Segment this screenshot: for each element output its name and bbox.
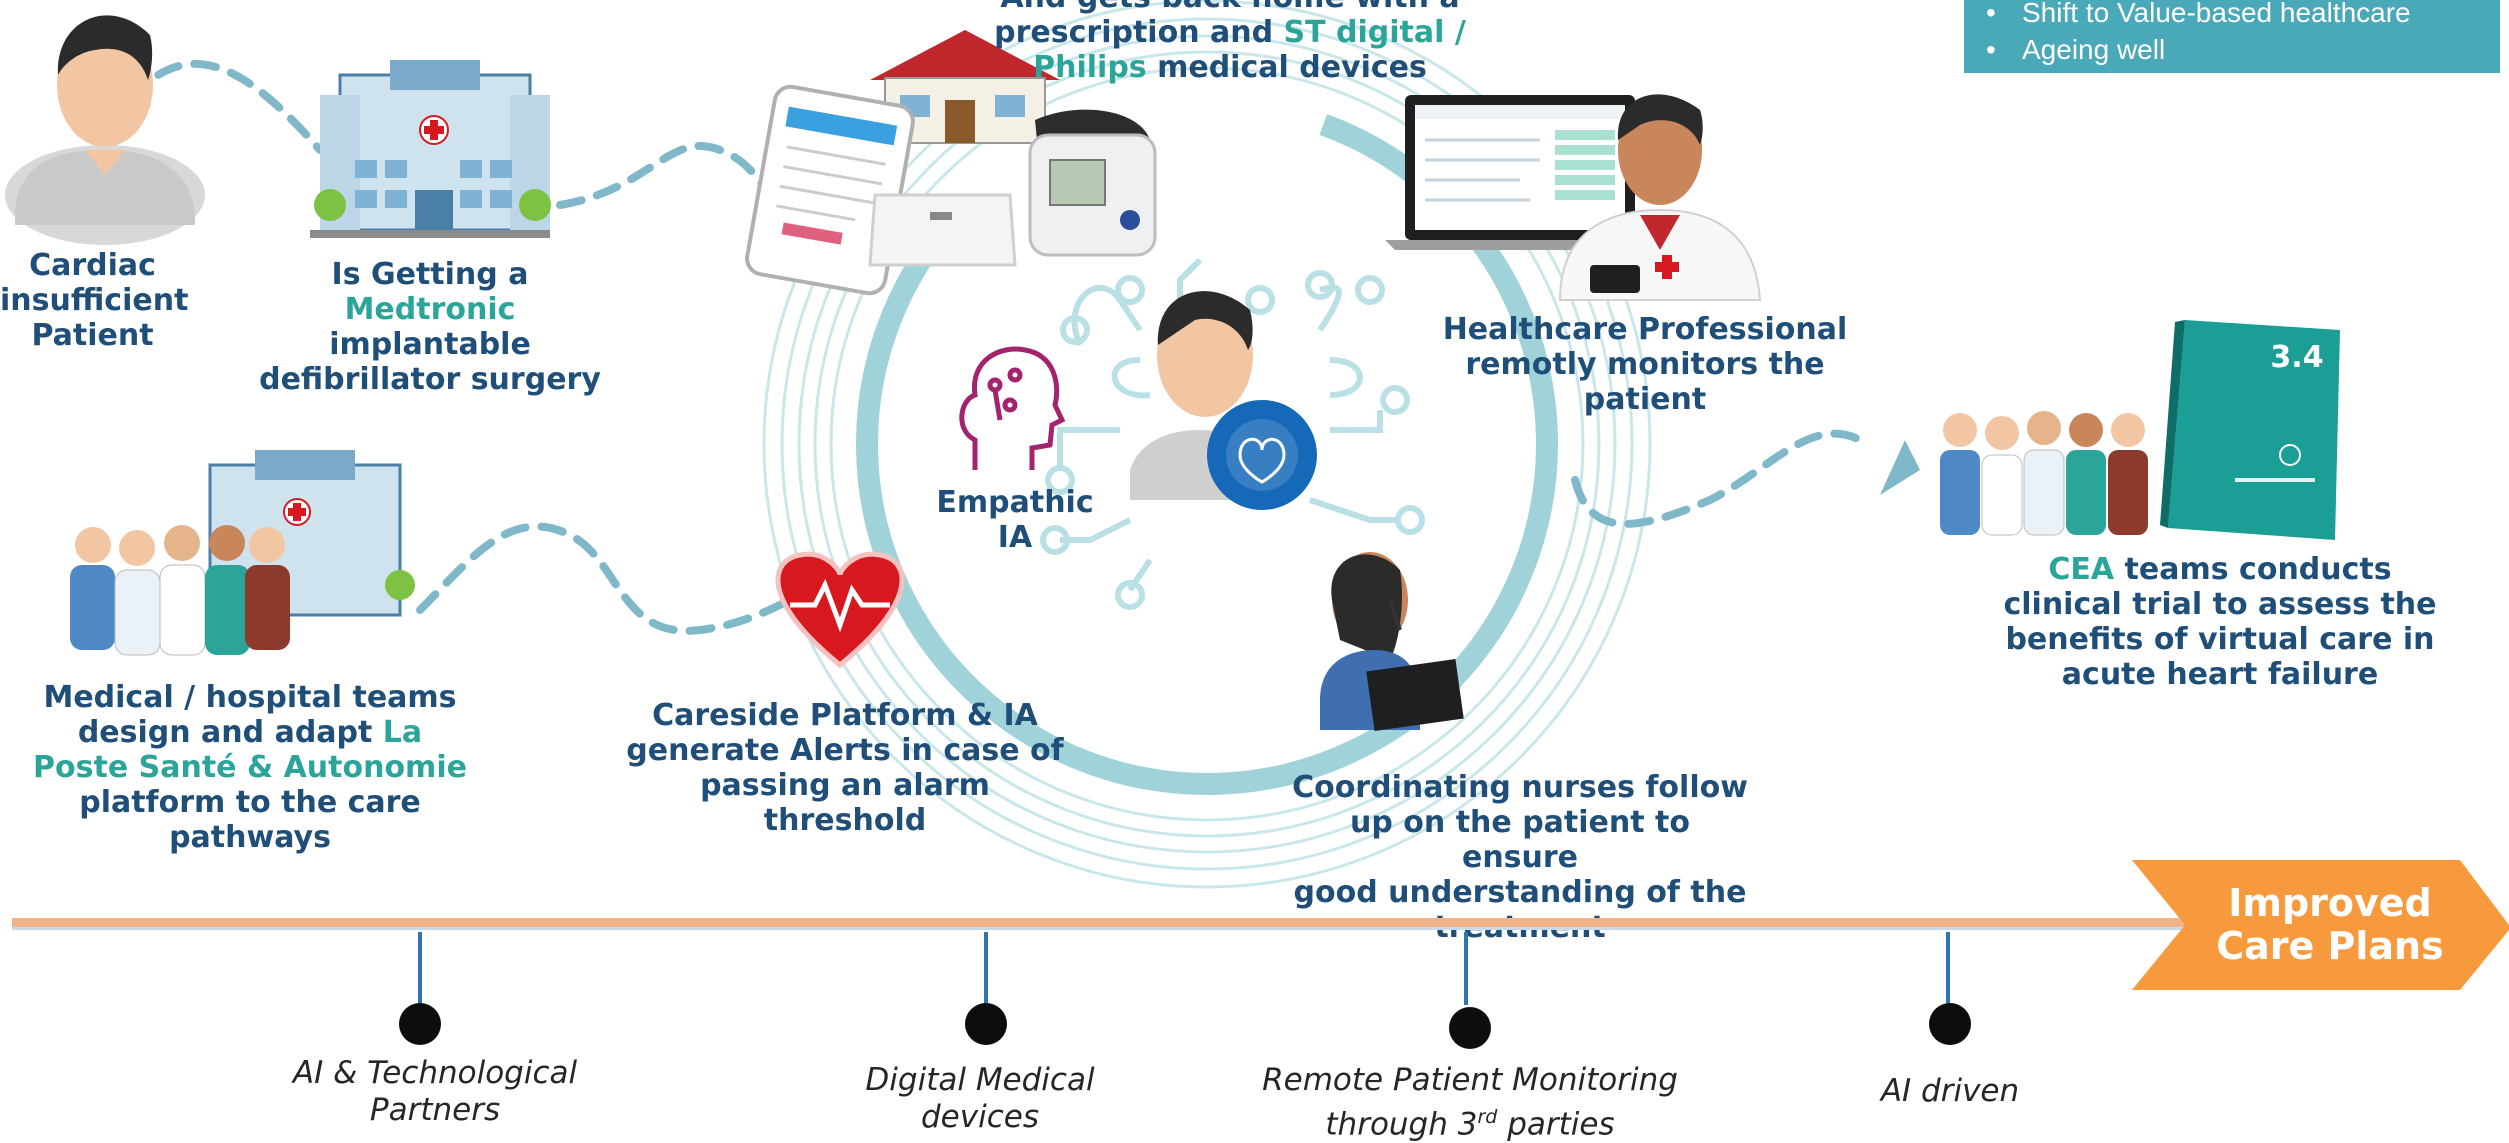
report-booklet-icon [2160, 320, 2340, 540]
central-circle-rings [762, 0, 1652, 889]
laptop-dashboard-icon [1385, 95, 1655, 250]
blood-pressure-monitor-icon [1028, 109, 1157, 257]
timeline-ticks [418, 932, 1950, 1005]
timeline-label-ai-partners: AI & Technological Partners [292, 1055, 578, 1128]
outcome-label: Improved Care Plans [2216, 881, 2444, 968]
central-patient-icon [1130, 291, 1317, 510]
timeline-label-ai-driven: AI driven [1880, 1073, 2020, 1109]
key-themes-box: •Shift to Value-based healthcare •Ageing… [1964, 0, 2500, 73]
timeline-label-remote-monitoring: Remote Patient Monitoring through 3rd pa… [1262, 1062, 1678, 1143]
hcp-label: Healthcare Professional remotly monitors… [1442, 312, 1848, 417]
medical-team-icon-2 [1940, 411, 2148, 536]
ai-head-icon [959, 346, 1066, 470]
report-badge: 3.4 [2270, 340, 2324, 375]
patient-label: Cardiac insufficient Patient [0, 248, 189, 353]
timeline-node [399, 1003, 441, 1045]
hospital-teams-label: Medical / hospital teams design and adap… [33, 680, 467, 855]
scale-icon [868, 193, 1017, 267]
heart-pulse-icon [775, 551, 905, 669]
cea-arrowhead-icon [1880, 440, 1920, 495]
careside-label: Careside Platform & IA generate Alerts i… [626, 698, 1064, 838]
outcome-arrow [2132, 860, 2509, 990]
ai-circuit-patient-icon [1040, 257, 1425, 610]
nurses-label: Coordinating nurses follow up on the pat… [1292, 770, 1748, 945]
home-devices-label: And gets back home with a prescription a… [994, 0, 1466, 85]
timeline-node [1929, 1003, 1971, 1045]
timeline-line [12, 918, 2212, 927]
cea-label: CEA teams conducts clinical trial to ass… [2003, 552, 2437, 692]
hospital-icon [310, 60, 551, 238]
empathic-ia-label: Empathic IA [936, 485, 1094, 555]
doctor-icon [1558, 94, 1762, 301]
timeline-node [965, 1003, 1007, 1045]
timeline-node [1449, 1007, 1491, 1049]
medical-team-icon [70, 525, 290, 656]
house-icon [870, 30, 1060, 144]
nurse-headset-icon [1320, 552, 1464, 731]
surgery-label: Is Getting a Medtronic implantable defib… [259, 257, 601, 397]
patient-avatar-icon [5, 15, 205, 245]
timeline-label-digital-devices: Digital Medical devices [865, 1062, 1095, 1135]
